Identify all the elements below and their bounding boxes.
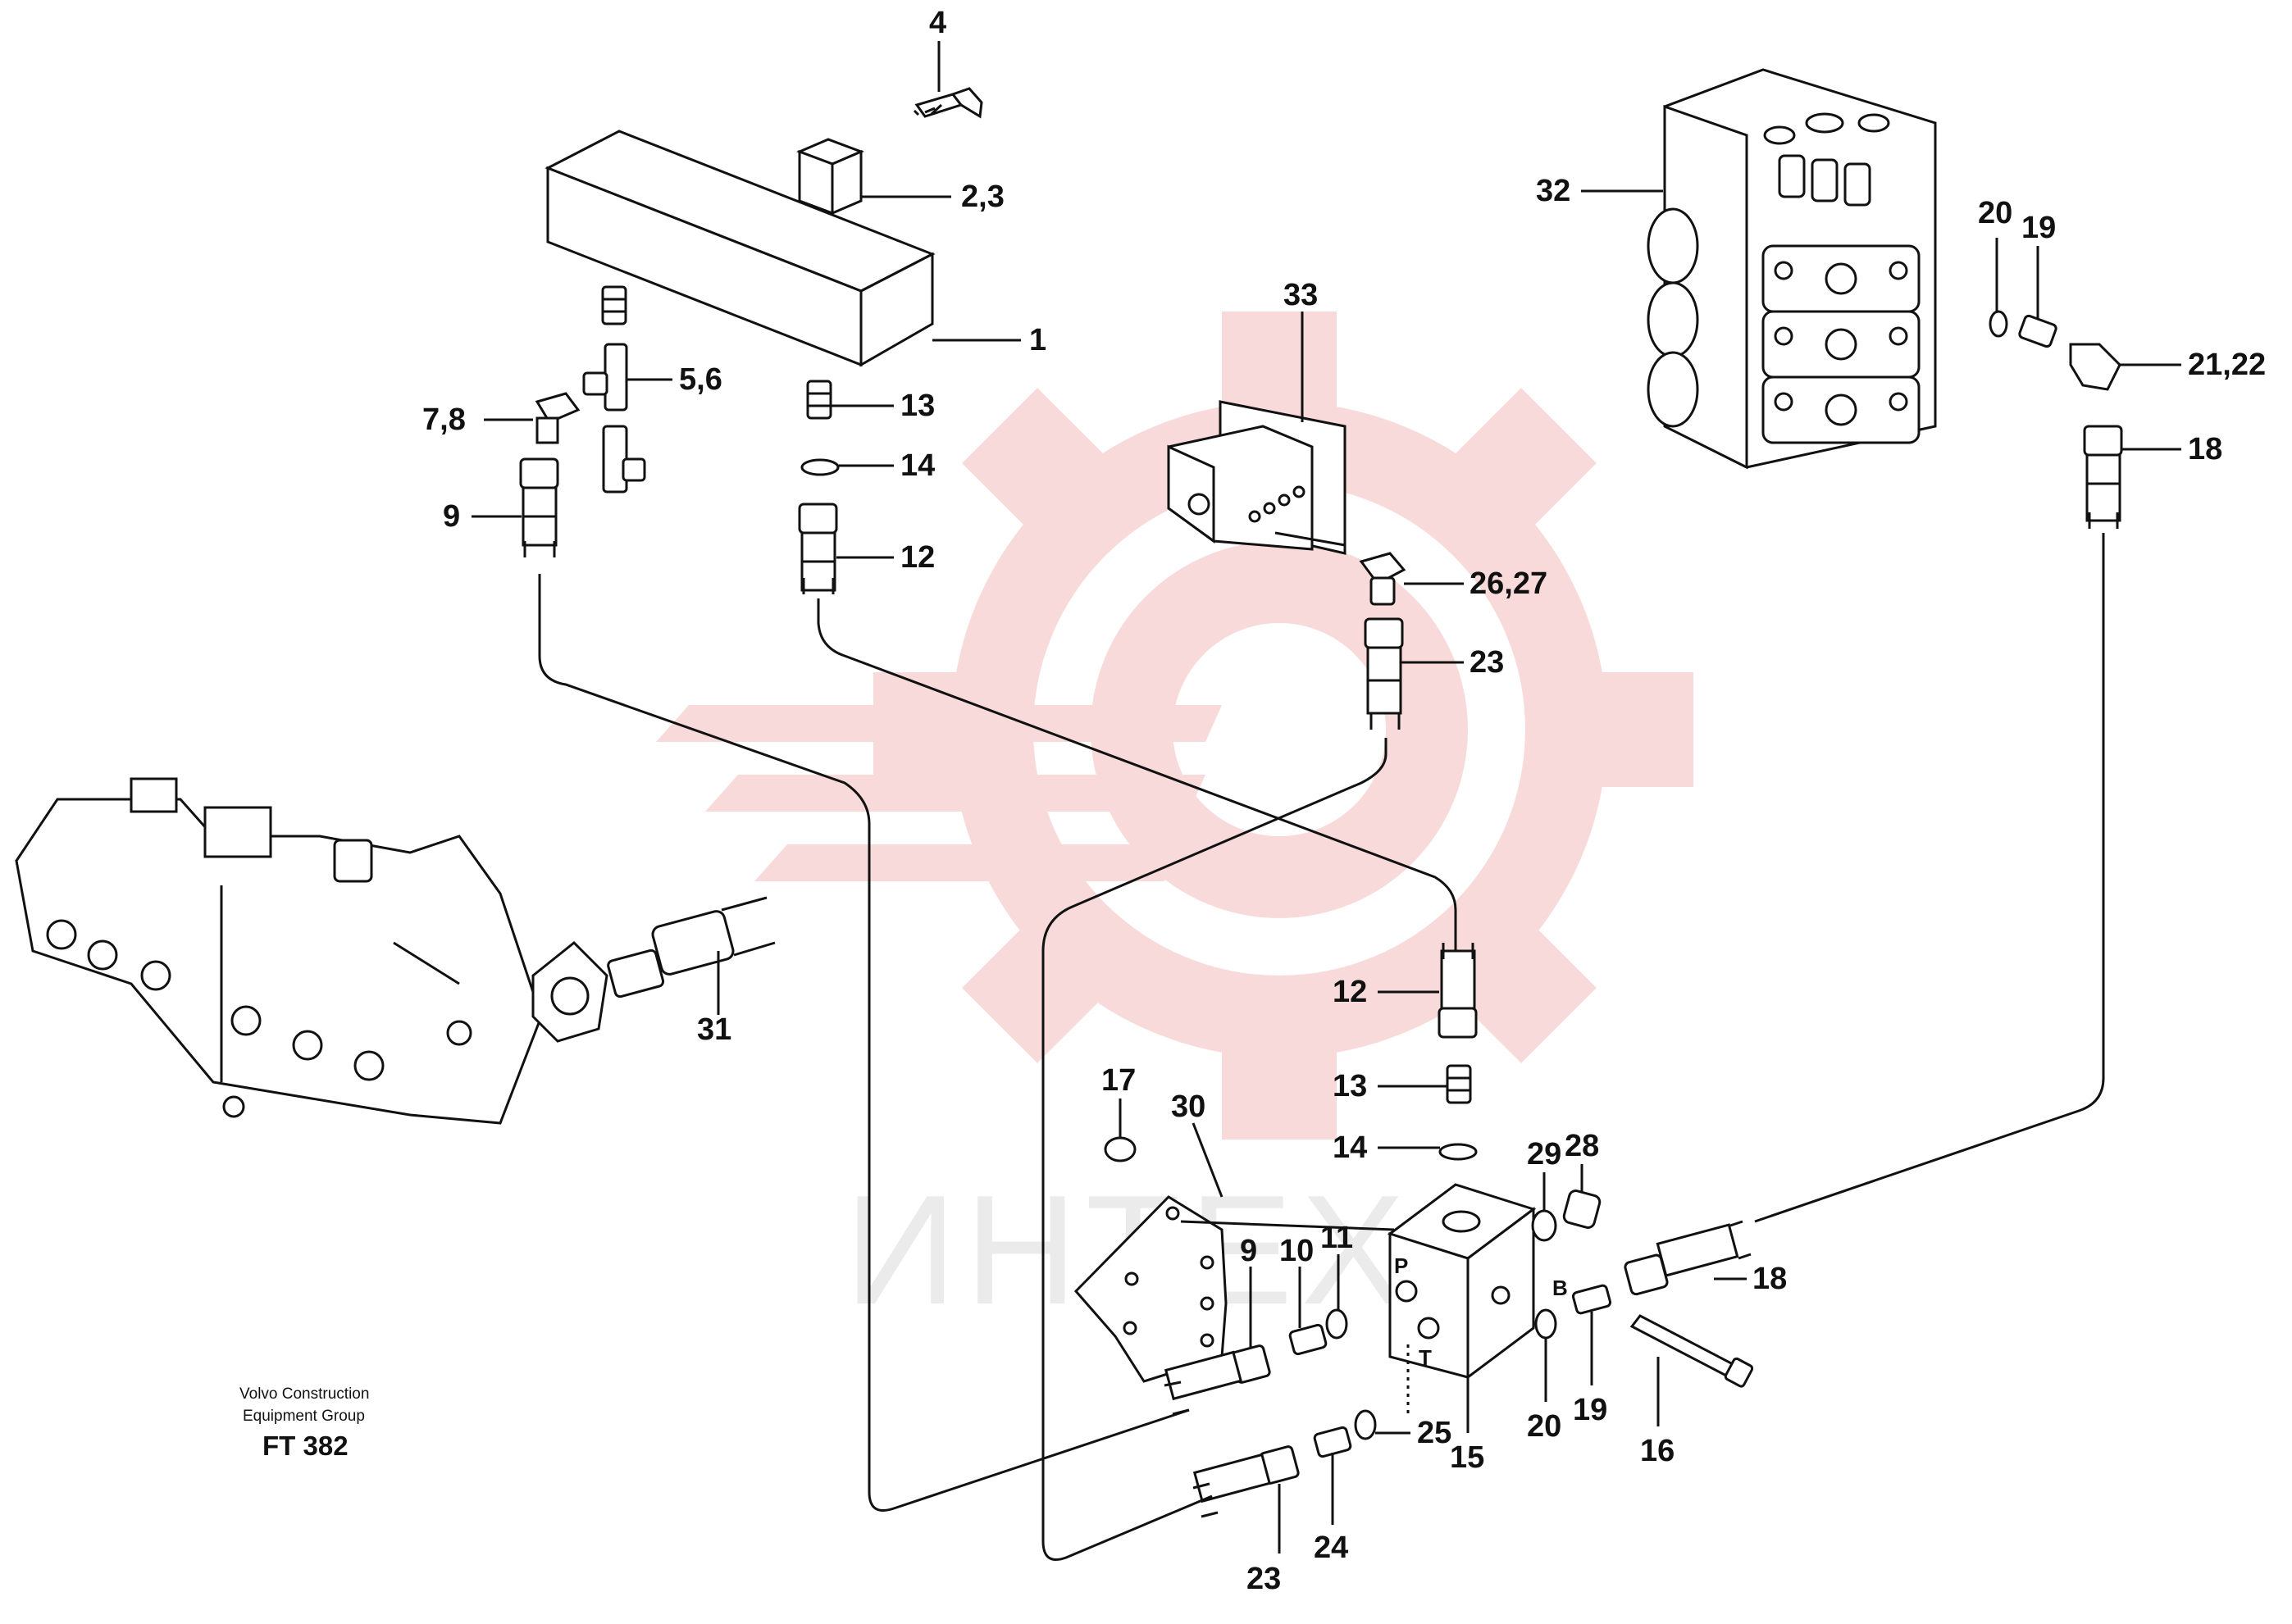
fitting-19-top bbox=[2018, 314, 2057, 348]
callout-30: 30 bbox=[1171, 1089, 1205, 1124]
port-p: P bbox=[1394, 1253, 1408, 1278]
callout-16: 16 bbox=[1640, 1434, 1675, 1468]
flange-hose-31 bbox=[531, 896, 776, 1043]
bolt-4 bbox=[913, 87, 983, 119]
callout-13-top: 13 bbox=[900, 389, 935, 423]
company-line-2: Equipment Group bbox=[243, 1408, 365, 1425]
elbow-21-22 bbox=[2069, 343, 2121, 391]
elbow-26-27 bbox=[1359, 552, 1406, 606]
callout-17: 17 bbox=[1101, 1063, 1136, 1098]
callout-7-8: 7,8 bbox=[422, 403, 466, 437]
callout-29: 29 bbox=[1527, 1137, 1561, 1171]
callout-33: 33 bbox=[1283, 278, 1318, 312]
watermark-stripes bbox=[656, 705, 1222, 881]
callout-1: 1 bbox=[1029, 323, 1046, 357]
callout-19-top: 19 bbox=[2021, 211, 2056, 245]
figure-info: Volvo Construction Equipment Group FT 38… bbox=[239, 1385, 369, 1461]
seal-20-bot bbox=[1534, 1308, 1557, 1340]
valve-block-1 bbox=[545, 130, 936, 367]
callout-13-mid: 13 bbox=[1333, 1069, 1367, 1103]
callout-4: 4 bbox=[929, 6, 946, 40]
hose-end-23-top bbox=[1364, 617, 1404, 715]
fitting-24 bbox=[1313, 1426, 1352, 1458]
callout-25: 25 bbox=[1417, 1416, 1451, 1450]
plug-17 bbox=[1104, 1136, 1137, 1162]
callout-24: 24 bbox=[1314, 1531, 1348, 1565]
callout-28: 28 bbox=[1565, 1129, 1599, 1163]
plug-28 bbox=[1562, 1190, 1602, 1229]
callout-20-bot: 20 bbox=[1527, 1409, 1561, 1444]
seal-14-mid bbox=[1438, 1143, 1478, 1161]
callout-12-mid: 12 bbox=[1333, 975, 1367, 1009]
figure-code: FT 382 bbox=[262, 1431, 349, 1461]
hose-end-9-top bbox=[519, 457, 559, 547]
fitting-19-bot bbox=[1571, 1284, 1612, 1315]
callout-20-top: 20 bbox=[1978, 196, 2012, 230]
callout-15: 15 bbox=[1450, 1440, 1484, 1475]
callout-12-top: 12 bbox=[900, 540, 935, 575]
hose-end-18-bot bbox=[1624, 1223, 1739, 1296]
callout-19-bot: 19 bbox=[1573, 1393, 1607, 1427]
callout-10: 10 bbox=[1279, 1234, 1314, 1268]
callout-11: 11 bbox=[1320, 1221, 1353, 1255]
callout-9-top: 9 bbox=[443, 499, 460, 534]
callout-14-top: 14 bbox=[900, 448, 935, 483]
callout-23-top: 23 bbox=[1470, 645, 1504, 680]
port-b: B bbox=[1552, 1276, 1568, 1300]
control-valve-32 bbox=[1647, 68, 1937, 470]
callout-5-6: 5,6 bbox=[679, 362, 722, 397]
fitting-13-top bbox=[806, 380, 832, 420]
callout-labels: 4 2,3 1 5,6 7,8 9 13 14 12 33 26,27 23 3… bbox=[422, 6, 2266, 1596]
callout-18-bot: 18 bbox=[1752, 1262, 1787, 1296]
callout-23-bot: 23 bbox=[1246, 1562, 1281, 1596]
seal-14-top bbox=[800, 458, 840, 476]
main-valve-31 bbox=[15, 777, 543, 1125]
seal-25 bbox=[1354, 1409, 1377, 1440]
callout-14-mid: 14 bbox=[1333, 1130, 1367, 1165]
callout-26-27: 26,27 bbox=[1470, 566, 1547, 601]
port-labels: P T B bbox=[1394, 1253, 1568, 1370]
fitting-13-mid bbox=[1446, 1064, 1472, 1104]
port-t: T bbox=[1419, 1345, 1432, 1370]
hose-end-12-mid bbox=[1438, 949, 1478, 1039]
hose-end-18-top bbox=[2083, 425, 2123, 522]
callout-32: 32 bbox=[1536, 174, 1570, 208]
callout-21-22: 21,22 bbox=[2188, 348, 2266, 382]
hose-end-12-top bbox=[798, 503, 838, 592]
hose-end-23-bot bbox=[1192, 1445, 1300, 1503]
fitting-10 bbox=[1288, 1323, 1328, 1356]
company-line-1: Volvo Construction bbox=[239, 1385, 369, 1403]
callout-18-top: 18 bbox=[2188, 432, 2222, 466]
fitting-stack-5-6 bbox=[582, 285, 646, 494]
cover-plate-30 bbox=[1073, 1195, 1395, 1383]
seal-29 bbox=[1531, 1209, 1557, 1242]
hoses bbox=[523, 512, 2119, 1561]
bolt-16 bbox=[1629, 1314, 1754, 1388]
elbow-7-8 bbox=[535, 392, 581, 444]
control-module-33 bbox=[1167, 400, 1346, 555]
callout-2-3: 2,3 bbox=[961, 180, 1005, 214]
leader-lines bbox=[472, 41, 2181, 1553]
seal-11 bbox=[1325, 1308, 1348, 1340]
seal-20-top bbox=[1989, 310, 2008, 338]
callout-9-bot: 9 bbox=[1240, 1234, 1257, 1268]
callout-31: 31 bbox=[697, 1012, 731, 1047]
